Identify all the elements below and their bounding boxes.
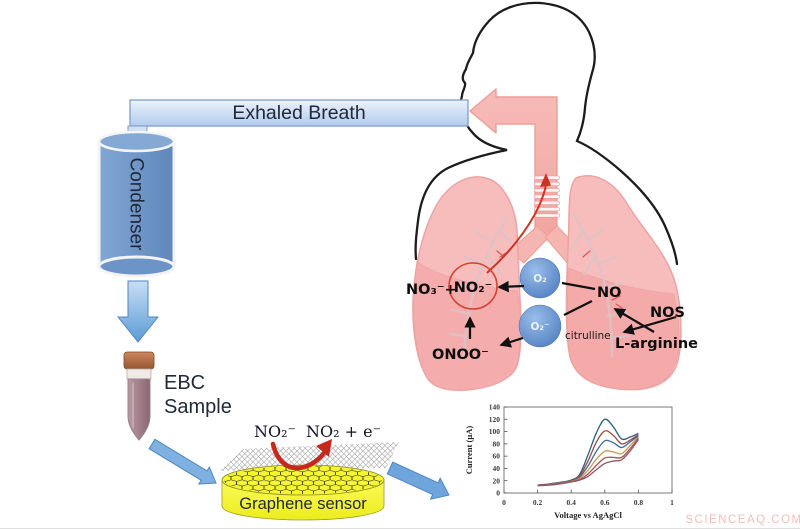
y-tick-label: 120	[489, 415, 501, 424]
superoxide-bubble-label: O₂⁻	[530, 321, 549, 333]
bronchial-red-marks	[496, 250, 623, 309]
x-tick-label: 0.4	[567, 498, 577, 507]
superoxide-bubble	[518, 304, 562, 348]
chart-plot-layer: 0 20 40 60 80 100 120 140 0 0.2 0.4 0.6 0.8 1	[489, 403, 674, 507]
y-tick-label: 60	[493, 452, 501, 461]
exhaled-breath-bar	[129, 99, 469, 127]
ebc-sample-label-line1: EBC	[164, 372, 205, 394]
line-no-to-superoxide	[563, 300, 593, 316]
chart-curve-scan-6	[537, 439, 639, 487]
arrow-oxygen-to-nitrite	[497, 280, 525, 293]
arrow-larginine-to-no	[613, 308, 655, 333]
condenser-down-arrow	[116, 280, 160, 343]
pathway-group: NO₃⁻+ NO₂⁻ O₂ O₂⁻ NO NOS ONOO⁻ citrullin…	[406, 257, 698, 363]
chart-x-axis-label: Voltage vs AgAgCl	[554, 510, 622, 520]
bronchial-tree	[448, 213, 630, 358]
y-tick-label: 140	[489, 403, 501, 412]
y-tick-label: 20	[493, 476, 501, 485]
ebc-sample-label-line2: Sample	[164, 396, 232, 418]
nitrite-red-circle	[448, 262, 498, 310]
nitrate-label: NO₃⁻+	[406, 282, 457, 298]
y-tick-label: 40	[493, 464, 501, 473]
reaction-nitrite-label: NO₂⁻	[254, 422, 296, 441]
tube-to-sensor-arrow	[148, 438, 217, 485]
left-bronchus	[509, 225, 550, 264]
nos-label: NOS	[650, 305, 685, 321]
x-tick-label: 0	[502, 498, 506, 507]
tube-cap	[123, 351, 155, 370]
chart-frame	[503, 406, 673, 494]
head-torso-right-outline	[538, 1, 679, 266]
nitrite-label: NO₂⁻	[454, 280, 492, 296]
reaction-product-label: NO₂ + e⁻	[306, 422, 381, 441]
tube-band	[126, 368, 152, 380]
sensor-reaction-arrow	[270, 439, 332, 471]
condenser: Condenser	[97, 130, 176, 278]
oxygen-bubble-label: O₂	[533, 273, 547, 285]
y-tick-label: 0	[496, 489, 500, 498]
pathway-arrows	[464, 280, 677, 348]
chart-y-axis-label: Current (µA)	[464, 426, 474, 475]
x-tick-label: 0.8	[634, 498, 644, 507]
y-tick-label: 80	[493, 439, 501, 448]
ebc-tube	[123, 351, 155, 441]
line-no-to-oxygen	[561, 281, 596, 291]
arrow-superoxide-to-peroxynitrite	[499, 336, 524, 348]
condenser-label: Condenser	[126, 158, 147, 252]
voltammogram-chart: 0 20 40 60 80 100 120 140 0 0.2 0.4 0.6 0.8 1 Current…	[464, 403, 674, 520]
peroxynitrite-label: ONOO⁻	[432, 347, 489, 363]
x-tick-label: 1	[670, 498, 674, 507]
citrulline-label: citrulline	[565, 330, 611, 342]
arrow-nos-to-citrulline	[622, 315, 677, 335]
nitric-oxide-label: NO	[597, 285, 621, 301]
oxygen-bubble	[519, 257, 561, 299]
sensor-disc-hex-overlay	[224, 466, 382, 494]
graphene-mesh-sheet	[219, 442, 399, 471]
sensor-to-chart-arrow	[386, 461, 450, 500]
x-tick-label: 0.2	[533, 498, 543, 507]
l-arginine-label: L-arginine	[615, 336, 698, 352]
bottom-divider	[0, 528, 800, 529]
tube-body	[127, 378, 151, 441]
exhaled-breath-label: Exhaled Breath	[232, 102, 365, 124]
watermark: SCIENCEAQ.COM	[685, 514, 800, 526]
graphene-sensor-label: Graphene sensor	[239, 495, 367, 513]
y-tick-label: 100	[489, 427, 501, 436]
graphene-sensor: Graphene sensor NO₂⁻ NO₂ + e⁻	[219, 422, 399, 521]
nitrite-to-trachea-red-arrow	[486, 173, 551, 274]
x-tick-label: 0.6	[600, 498, 610, 507]
